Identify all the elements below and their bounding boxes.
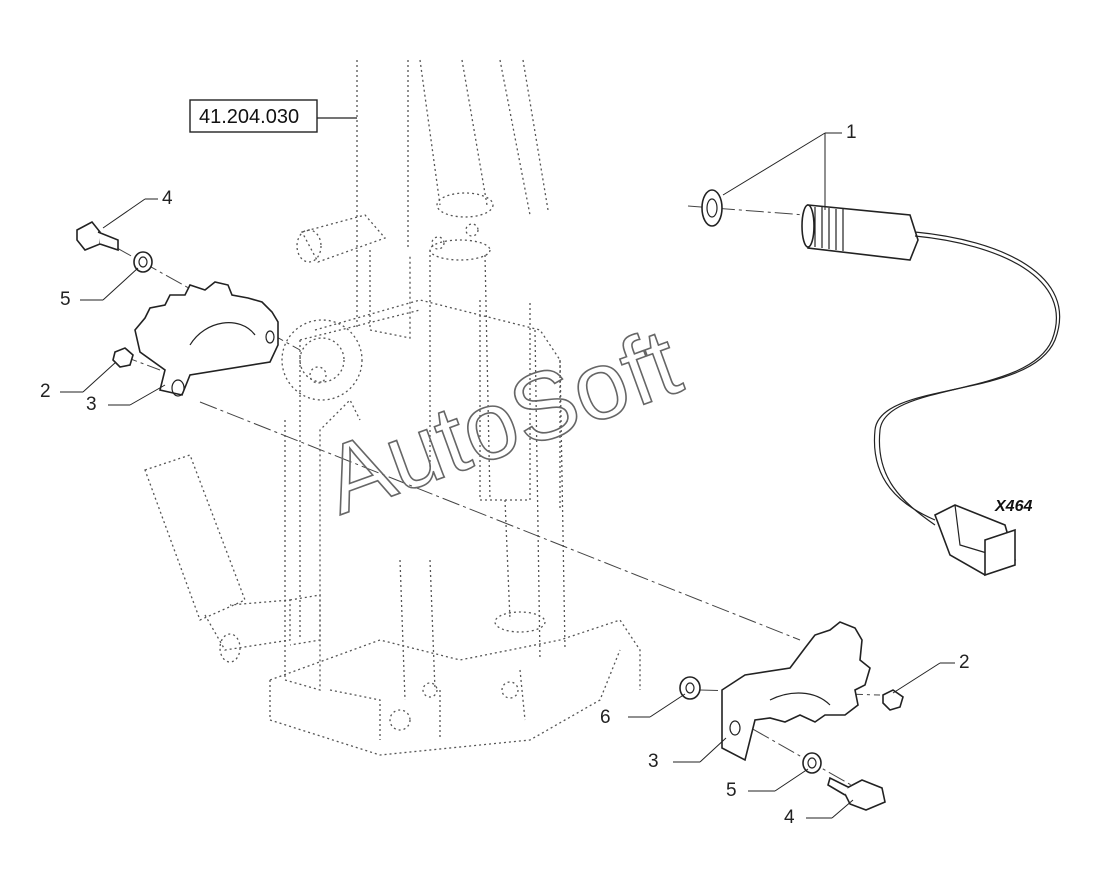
- callout-6: 6: [600, 693, 686, 728]
- callout-label: 2: [959, 652, 970, 673]
- reference-box: 41.204.030: [189, 99, 357, 133]
- washer-upper: [133, 251, 153, 273]
- callout-5-lower: 5: [726, 768, 809, 801]
- connector-label: X464: [994, 498, 1032, 515]
- callout-label: 5: [60, 289, 71, 310]
- nut-upper: [112, 347, 134, 368]
- callout-label: 2: [40, 381, 51, 402]
- reference-box-label: 41.204.030: [199, 106, 299, 128]
- bolt-upper: [76, 220, 119, 252]
- callout-label: 3: [648, 751, 659, 772]
- callout-label: 6: [600, 707, 611, 728]
- callout-5-upper: 5: [60, 267, 139, 310]
- toothed-bracket-lower: [721, 621, 871, 762]
- watermark-text: AutoSoft: [311, 308, 694, 534]
- nut-part: [701, 189, 723, 227]
- callout-1: 1: [722, 122, 857, 210]
- callout-label: 3: [86, 394, 97, 415]
- callout-label: 1: [846, 122, 857, 143]
- callout-3-lower: 3: [648, 737, 727, 772]
- callout-2-upper: 2: [40, 361, 117, 402]
- callout-2-lower: 2: [892, 652, 970, 694]
- washer-6: [679, 676, 701, 700]
- bolt-lower: [827, 776, 886, 811]
- toothed-bracket-upper: [134, 281, 279, 397]
- speed-sensor: [801, 204, 1061, 526]
- callout-4-lower: 4: [784, 799, 854, 828]
- callout-3-upper: 3: [86, 384, 166, 415]
- callout-label: 5: [726, 780, 737, 801]
- connector-x464: [933, 504, 1016, 577]
- nut-lower: [882, 689, 904, 711]
- pedal-frame-assembly: [144, 59, 641, 756]
- callout-label: 4: [784, 807, 795, 828]
- washer-lower: [802, 752, 822, 774]
- callout-label: 4: [162, 188, 173, 209]
- callout-4-upper: 4: [102, 188, 173, 229]
